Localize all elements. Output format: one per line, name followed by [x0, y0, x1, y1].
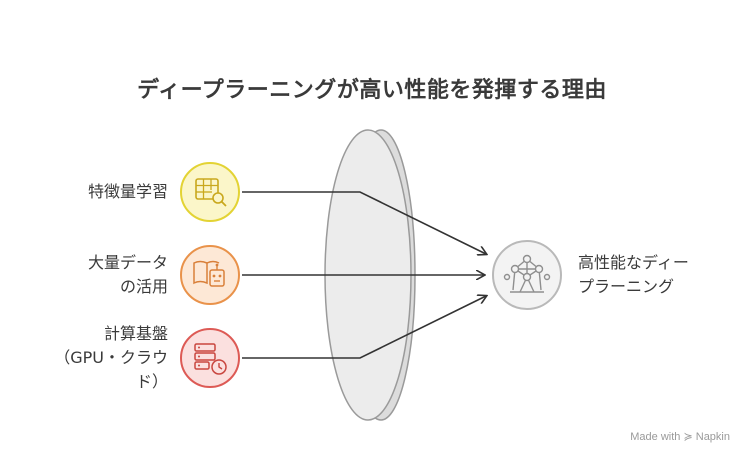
- label-feature-learning: 特徴量学習: [88, 180, 168, 204]
- label-compute-infra-line-1: 計算基盤: [103, 324, 168, 343]
- arrow-feature-learning: [242, 191, 486, 254]
- book-robot-icon: [180, 245, 240, 305]
- label-output-line-2: プラーニング: [578, 277, 675, 296]
- napkin-logo-icon: ≽: [683, 431, 693, 443]
- label-compute-infra-line-2: （GPU・クラウ: [54, 348, 168, 367]
- label-big-data-line-2: の活用: [119, 277, 168, 296]
- arrow-compute: [242, 296, 486, 359]
- data-search-icon: [180, 162, 240, 222]
- label-feature-learning-line-1: 特徴量学習: [87, 182, 168, 201]
- label-big-data-line-1: 大量データ: [87, 253, 168, 272]
- diagram-title: ディープラーニングが高い性能を発揮する理由: [137, 78, 607, 103]
- label-output: 高性能なディー プラーニング: [578, 251, 689, 299]
- made-with-text: Made with: [630, 431, 681, 443]
- label-compute-infra-line-3: ド）: [135, 372, 168, 391]
- label-big-data: 大量データ の活用: [88, 251, 168, 299]
- napkin-brand-text: Napkin: [695, 431, 730, 443]
- label-compute-infra: 計算基盤 （GPU・クラウ ド）: [54, 322, 168, 394]
- connector-arrows: [242, 191, 486, 359]
- footer-credit: Made with ≽ Napkin: [630, 430, 730, 443]
- neural-network-icon: [492, 240, 562, 310]
- server-clock-icon: [180, 328, 240, 388]
- label-output-line-1: 高性能なディー: [578, 253, 689, 272]
